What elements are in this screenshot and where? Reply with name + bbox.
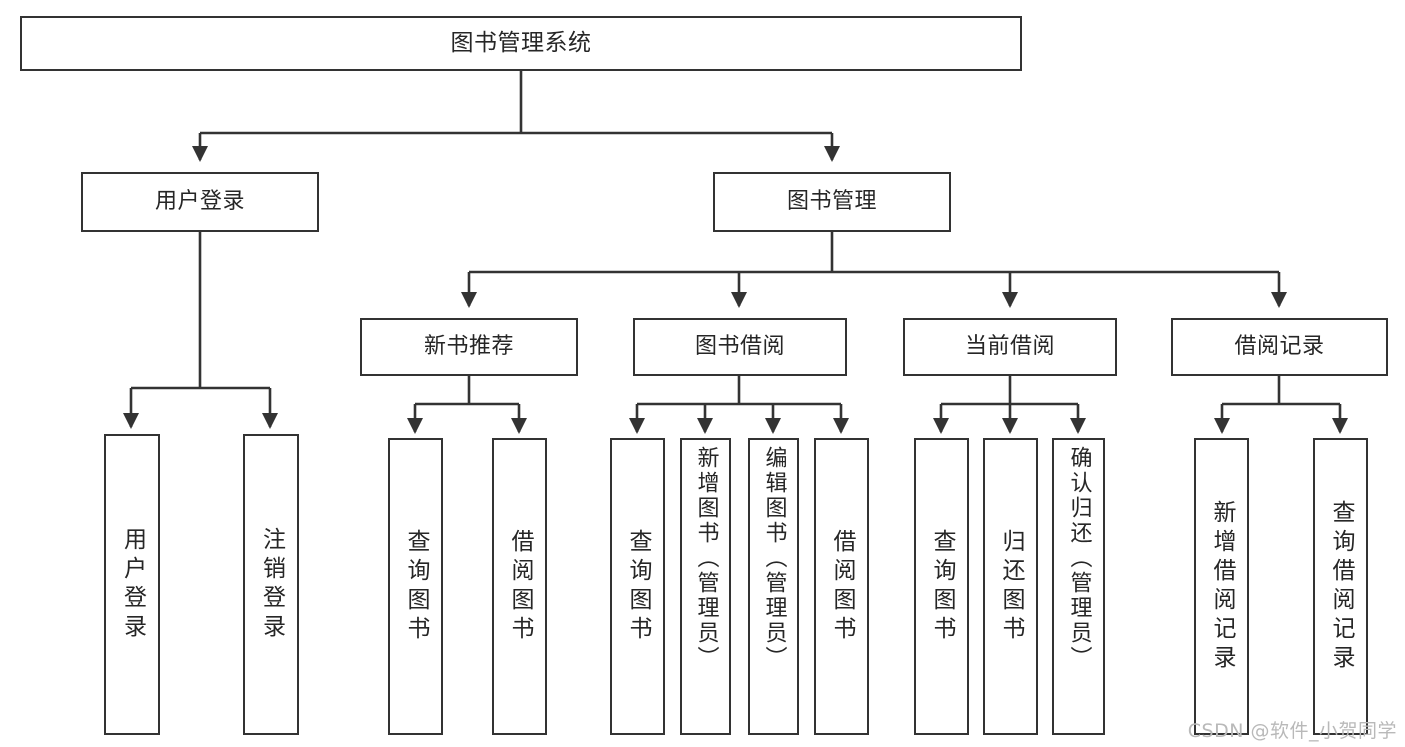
- node-leaf-confirm-return-admin[interactable]: 确认归还（管理员）: [1052, 438, 1105, 735]
- node-leaf-borrow-book[interactable]: 借阅图书: [814, 438, 869, 735]
- node-leaf-query-borrow-record[interactable]: 查询借阅记录: [1313, 438, 1368, 735]
- node-leaf-borrow-book-rec-label: 借阅图书: [507, 528, 533, 645]
- node-user-login-label: 用户登录: [154, 188, 245, 214]
- node-leaf-add-book-admin-label: 新增图书（管理员）: [693, 446, 719, 671]
- node-borrow-record[interactable]: 借阅记录: [1171, 318, 1388, 376]
- node-leaf-query-book-current-label: 查询图书: [929, 528, 955, 645]
- node-borrow-record-label: 借阅记录: [1234, 333, 1325, 359]
- node-leaf-add-borrow-record-label: 新增借阅记录: [1209, 499, 1235, 674]
- node-new-book-recommend-label: 新书推荐: [423, 333, 514, 359]
- node-leaf-add-book-admin[interactable]: 新增图书（管理员）: [680, 438, 731, 735]
- node-leaf-borrow-book-label: 借阅图书: [829, 528, 855, 645]
- node-book-manage[interactable]: 图书管理: [713, 172, 951, 232]
- node-leaf-user-login[interactable]: 用户登录: [104, 434, 160, 735]
- node-book-borrow[interactable]: 图书借阅: [633, 318, 847, 376]
- node-leaf-logout-label: 注销登录: [258, 526, 285, 643]
- node-new-book-recommend[interactable]: 新书推荐: [360, 318, 578, 376]
- node-leaf-user-login-label: 用户登录: [119, 526, 146, 643]
- node-leaf-query-book-borrow[interactable]: 查询图书: [610, 438, 665, 735]
- node-root[interactable]: 图书管理系统: [20, 16, 1022, 71]
- node-current-borrow-label: 当前借阅: [964, 333, 1055, 359]
- node-leaf-edit-book-admin[interactable]: 编辑图书（管理员）: [748, 438, 799, 735]
- node-leaf-query-borrow-record-label: 查询借阅记录: [1328, 499, 1354, 674]
- node-leaf-add-borrow-record[interactable]: 新增借阅记录: [1194, 438, 1249, 735]
- node-leaf-confirm-return-admin-label: 确认归还（管理员）: [1066, 446, 1092, 671]
- node-leaf-edit-book-admin-label: 编辑图书（管理员）: [761, 446, 787, 671]
- node-current-borrow[interactable]: 当前借阅: [903, 318, 1117, 376]
- node-leaf-logout[interactable]: 注销登录: [243, 434, 299, 735]
- node-leaf-query-book-rec-label: 查询图书: [403, 528, 429, 645]
- node-book-manage-label: 图书管理: [786, 188, 877, 214]
- node-leaf-query-book-borrow-label: 查询图书: [625, 528, 651, 645]
- node-book-borrow-label: 图书借阅: [694, 333, 785, 359]
- node-leaf-return-book-label: 归还图书: [998, 528, 1024, 645]
- csdn-watermark: CSDN @软件_小贺同学: [1187, 720, 1397, 742]
- node-leaf-query-book-current[interactable]: 查询图书: [914, 438, 969, 735]
- node-user-login[interactable]: 用户登录: [81, 172, 319, 232]
- node-root-label: 图书管理系统: [450, 29, 592, 56]
- node-leaf-borrow-book-rec[interactable]: 借阅图书: [492, 438, 547, 735]
- node-leaf-query-book-rec[interactable]: 查询图书: [388, 438, 443, 735]
- node-leaf-return-book[interactable]: 归还图书: [983, 438, 1038, 735]
